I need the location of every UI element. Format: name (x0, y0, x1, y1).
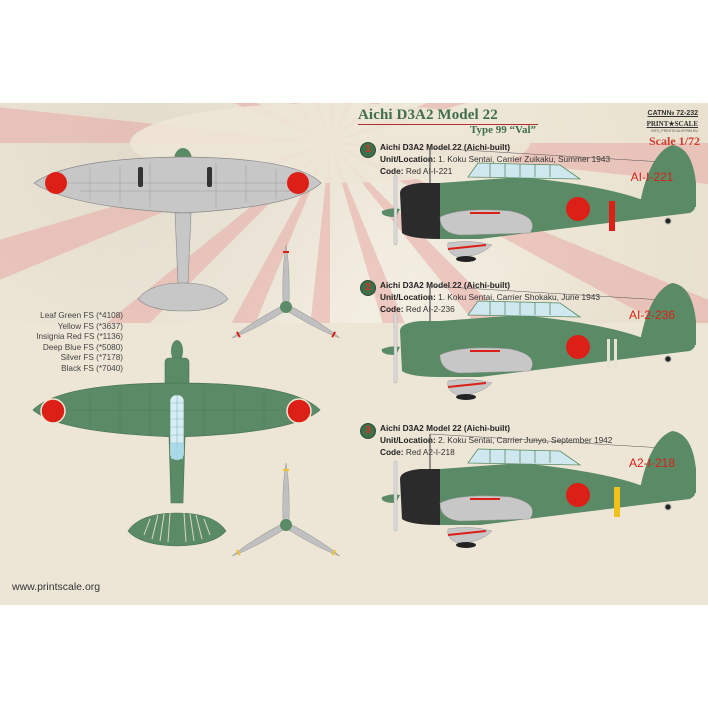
fuselage-band (614, 487, 620, 517)
wing-root (439, 209, 533, 236)
propeller-side (393, 460, 398, 532)
tail-code: AI-2-236 (629, 308, 675, 322)
paint-legend-item: Leaf Green FS (*4108) (40, 311, 123, 320)
scale-label: Scale 1/72 (649, 134, 700, 148)
spinner (381, 208, 400, 217)
variant-number-badge: 2 (360, 280, 376, 296)
fuselage-band (607, 339, 610, 369)
side-profile-3: A2-I-218 (381, 431, 696, 548)
variant-code: Code: Red AI-I-221 (380, 166, 453, 176)
wing-underside (33, 156, 322, 214)
hinomaru-right-topside (286, 398, 312, 424)
decal-sheet: Aichi D3A2 Model 22 Type 99 “Val” CATN№ … (0, 103, 708, 605)
hinomaru-left-topside (40, 398, 66, 424)
tail-wheel (664, 217, 672, 225)
variant-number-badge: 3 (360, 423, 376, 439)
cowling (400, 321, 440, 377)
underside-aircraft (33, 148, 322, 312)
hinomaru-fuselage (566, 335, 590, 359)
propeller-yellow-tips (230, 462, 342, 560)
spinner (381, 346, 400, 355)
tail-code: AI-I-221 (631, 170, 674, 184)
canopy (467, 300, 582, 318)
variant-name: Aichi D3A2 Model 22 (Aichi-built) (380, 280, 510, 290)
topside-aircraft (32, 340, 321, 547)
side-profile-2: AI-2-236 (381, 283, 696, 400)
variant-unit: Unit/Location: 2. Koku Sentai, Carrier J… (380, 435, 613, 445)
tail-fin (640, 283, 696, 345)
propeller-side (393, 174, 398, 246)
wing-root (439, 495, 533, 522)
variant-unit: Unit/Location: 1. Koku Sentai, Carrier Z… (380, 154, 611, 164)
dive-brake-right (207, 167, 212, 187)
website-link[interactable]: www.printscale.org (12, 581, 101, 593)
propeller-red-tips (230, 244, 342, 342)
underside-plan-view (33, 148, 342, 342)
paint-legend: Leaf Green FS (*4108) Yellow FS (*3637) … (10, 311, 123, 375)
paint-legend-item: Black FS (*7040) (61, 363, 123, 373)
topside-plan-view (32, 340, 342, 560)
cowling (400, 183, 440, 239)
side-profile-1: AI-I-221 (381, 145, 696, 262)
tail-fin (640, 145, 696, 207)
hinomaru-right-underside (287, 172, 309, 194)
hinomaru-fuselage (566, 483, 590, 507)
paint-legend-item: Deep Blue FS (*5080) (42, 342, 123, 352)
variant-number-badge: 1 (360, 142, 376, 158)
propeller-side (393, 312, 398, 384)
paint-legend-item: Insignia Red FS (*1136) (36, 332, 123, 342)
variant-name: Aichi D3A2 Model 22 (Aichi-built) (380, 142, 510, 152)
hinomaru-fuselage (566, 197, 590, 221)
tail-fin (640, 431, 696, 493)
catalog-number: CATN№ 72-232 (647, 110, 698, 117)
brand-url: INFO_PRINTSCALEFIRM.RU (651, 129, 698, 133)
page-subtitle: Type 99 “Val” (470, 124, 537, 136)
cowling (400, 469, 440, 525)
spinner (381, 494, 400, 503)
paint-legend-item: Silver FS (*7178) (60, 353, 123, 363)
canopy (467, 162, 582, 180)
side-profiles: AI-I-221 AI-2-236 (381, 145, 696, 548)
wing-root (439, 347, 533, 374)
canopy (467, 448, 582, 466)
paint-legend-item: Yellow FS (*3637) (57, 321, 123, 331)
tailplane-underside (137, 282, 229, 312)
brand-logo: PRINT★SCALE (646, 120, 698, 128)
dive-brake-left (138, 167, 143, 187)
variant-unit: Unit/Location: 1. Koku Sentai, Carrier S… (380, 292, 600, 302)
tail-code: A2-I-218 (629, 456, 675, 470)
fuselage-band (609, 201, 615, 231)
variant-name: Aichi D3A2 Model 22 (Aichi-built) (380, 423, 510, 433)
hinomaru-left-underside (45, 172, 67, 194)
tail-wheel (664, 503, 672, 511)
page-title: Aichi D3A2 Model 22 (358, 107, 538, 125)
tail-wheel (664, 355, 672, 363)
